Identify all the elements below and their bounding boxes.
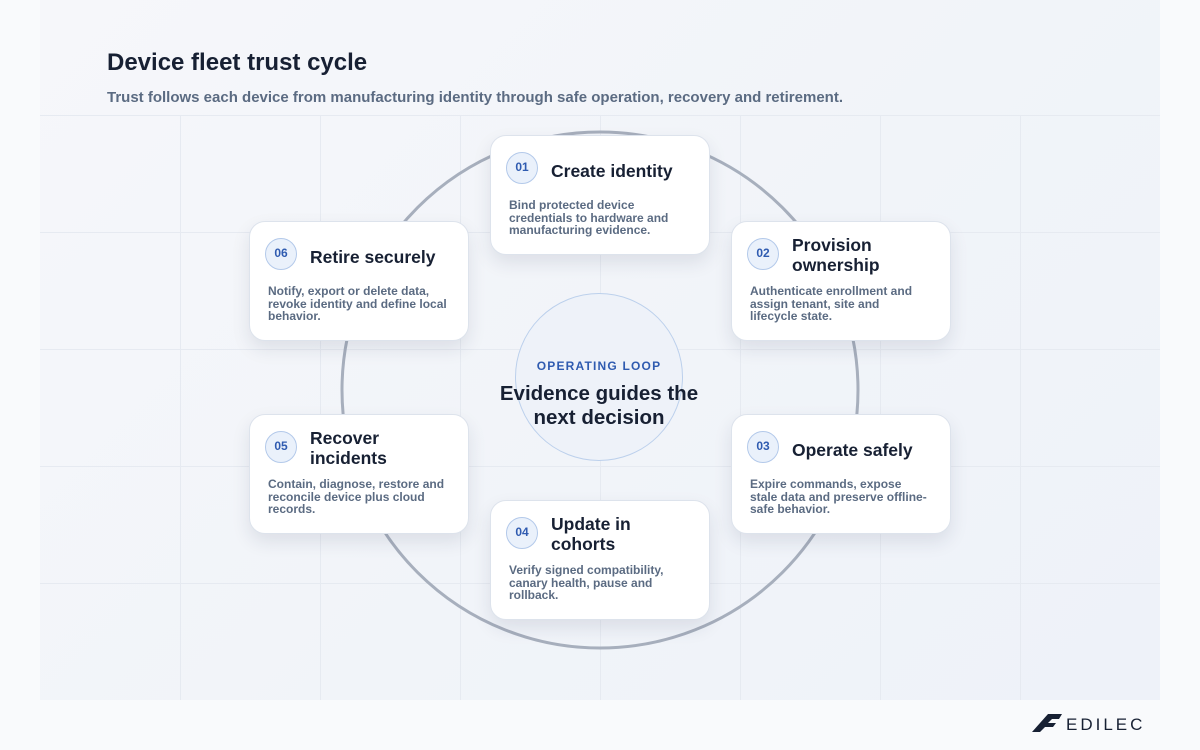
step-number: 04 xyxy=(506,517,538,549)
step-title: Create identity xyxy=(551,161,673,181)
step-number: 01 xyxy=(506,152,538,184)
grid-line xyxy=(460,115,461,700)
step-card-recover-incidents: 05 Recover incidents Contain, diagnose, … xyxy=(249,414,469,534)
step-description: Expire commands, expose stale data and p… xyxy=(750,477,927,516)
step-card-update-in-cohorts: 04 Update in cohorts Verify signed compa… xyxy=(490,500,710,620)
grid-line xyxy=(180,115,181,700)
step-card-provision-ownership: 02 Provision ownership Authenticate enro… xyxy=(731,221,951,341)
step-card-create-identity: 01 Create identity Bind protected device… xyxy=(490,135,710,255)
step-title: Retire securely xyxy=(310,247,436,267)
step-number: 02 xyxy=(747,238,779,270)
step-title: Provision ownership xyxy=(792,235,880,275)
step-description: Verify signed compatibility, canary heal… xyxy=(509,563,664,602)
page-title: Device fleet trust cycle xyxy=(107,49,368,76)
step-number: 06 xyxy=(265,238,297,270)
grid-line xyxy=(40,115,1160,116)
page-subtitle: Trust follows each device from manufactu… xyxy=(107,89,843,106)
grid-line xyxy=(740,115,741,700)
step-description: Contain, diagnose, restore and reconcile… xyxy=(268,477,445,516)
step-title: Update in cohorts xyxy=(551,514,631,554)
step-title: Recover incidents xyxy=(310,428,387,468)
step-title: Operate safely xyxy=(792,440,913,460)
edilec-logo: EDILEC xyxy=(1032,714,1145,734)
step-description: Authenticate enrollment and assign tenan… xyxy=(750,284,913,323)
grid-line xyxy=(40,466,1160,467)
grid-line xyxy=(1020,115,1021,700)
step-card-operate-safely: 03 Operate safely Expire commands, expos… xyxy=(731,414,951,534)
center-text: Evidence guides the next decision xyxy=(499,382,699,429)
logo-wordmark: EDILEC xyxy=(1066,715,1145,734)
grid-line xyxy=(880,115,881,700)
step-description: Bind protected device credentials to har… xyxy=(509,198,669,237)
cycle-ring-path xyxy=(340,130,860,650)
step-description: Notify, export or delete data, revoke id… xyxy=(268,284,447,323)
step-number: 03 xyxy=(747,431,779,463)
logo-mark-icon xyxy=(1032,714,1062,732)
center-kicker: OPERATING LOOP xyxy=(536,359,662,373)
step-card-retire-securely: 06 Retire securely Notify, export or del… xyxy=(249,221,469,341)
center-hub: OPERATING LOOP Evidence guides the next … xyxy=(500,293,698,461)
step-number: 05 xyxy=(265,431,297,463)
grid-line xyxy=(320,115,321,700)
